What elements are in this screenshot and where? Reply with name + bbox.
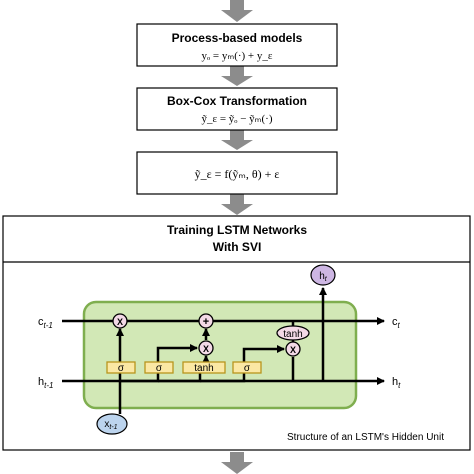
hidden-output-node: ht: [310, 264, 336, 286]
process-models-title: Process-based models: [172, 31, 303, 45]
output-tanh-label: tanh: [283, 329, 302, 340]
output-multiply-op: X: [285, 341, 301, 357]
svg-text:xt-1: xt-1: [104, 419, 117, 431]
flow-arrow-1: [221, 66, 253, 86]
box-cox-box: Box-Cox Transformation ỹ_ε = ỹₒ − ỹₘ(·): [136, 87, 338, 131]
forget-multiply-op: X: [112, 313, 128, 329]
input-multiply-op: X: [198, 340, 214, 356]
process-models-box: Process-based models yₒ = yₘ(·) + y_ε: [136, 23, 338, 67]
cell-in-label: ct-1: [38, 316, 53, 330]
output-multiply-label: X: [290, 345, 296, 355]
input-gate: σ: [144, 361, 174, 374]
add-op: +: [198, 313, 214, 329]
input-gate-label: σ: [156, 363, 163, 374]
hidden-out-label: ht: [392, 376, 401, 390]
hidden-top-symbol: h: [319, 271, 325, 282]
box-cox-title: Box-Cox Transformation: [167, 94, 307, 108]
output-tanh-op: tanh: [276, 325, 310, 341]
output-gate-label: σ: [244, 363, 251, 374]
input-symbol: x: [104, 419, 109, 430]
forget-gate-label: σ: [118, 363, 125, 374]
input-node: xt-1: [96, 413, 128, 435]
input-sub: t-1: [109, 424, 117, 431]
function-box: ỹ_ε = f(ỹₘ, θ) + ε: [136, 151, 338, 195]
hidden-top-sub: t: [325, 276, 328, 283]
input-multiply-label: X: [203, 344, 209, 354]
forget-gate: σ: [106, 361, 136, 374]
flow-arrow-3: [221, 194, 253, 215]
box-cox-equation: ỹ_ε = ỹₒ − ỹₘ(·): [201, 113, 272, 125]
training-title-line2: With SVI: [213, 240, 262, 254]
forget-multiply-label: X: [117, 317, 123, 327]
training-title-line1: Training LSTM Networks: [167, 223, 307, 237]
flow-arrow-bottom: [221, 452, 253, 474]
lstm-caption: Structure of an LSTM's Hidden Unit: [287, 432, 444, 443]
hidden-in-label: ht-1: [38, 376, 53, 390]
flow-arrow-2: [221, 130, 253, 150]
flow-arrow-top: [221, 0, 253, 22]
svg-text:ht: ht: [319, 271, 328, 283]
candidate-gate-label: tanh: [194, 363, 213, 374]
cell-out-label: ct: [392, 316, 401, 330]
candidate-gate: tanh: [182, 361, 226, 374]
output-gate: σ: [232, 361, 262, 374]
process-models-equation: yₒ = yₘ(·) + y_ε: [201, 50, 272, 62]
function-equation: ỹ_ε = f(ỹₘ, θ) + ε: [195, 167, 280, 181]
add-label: +: [203, 316, 209, 328]
